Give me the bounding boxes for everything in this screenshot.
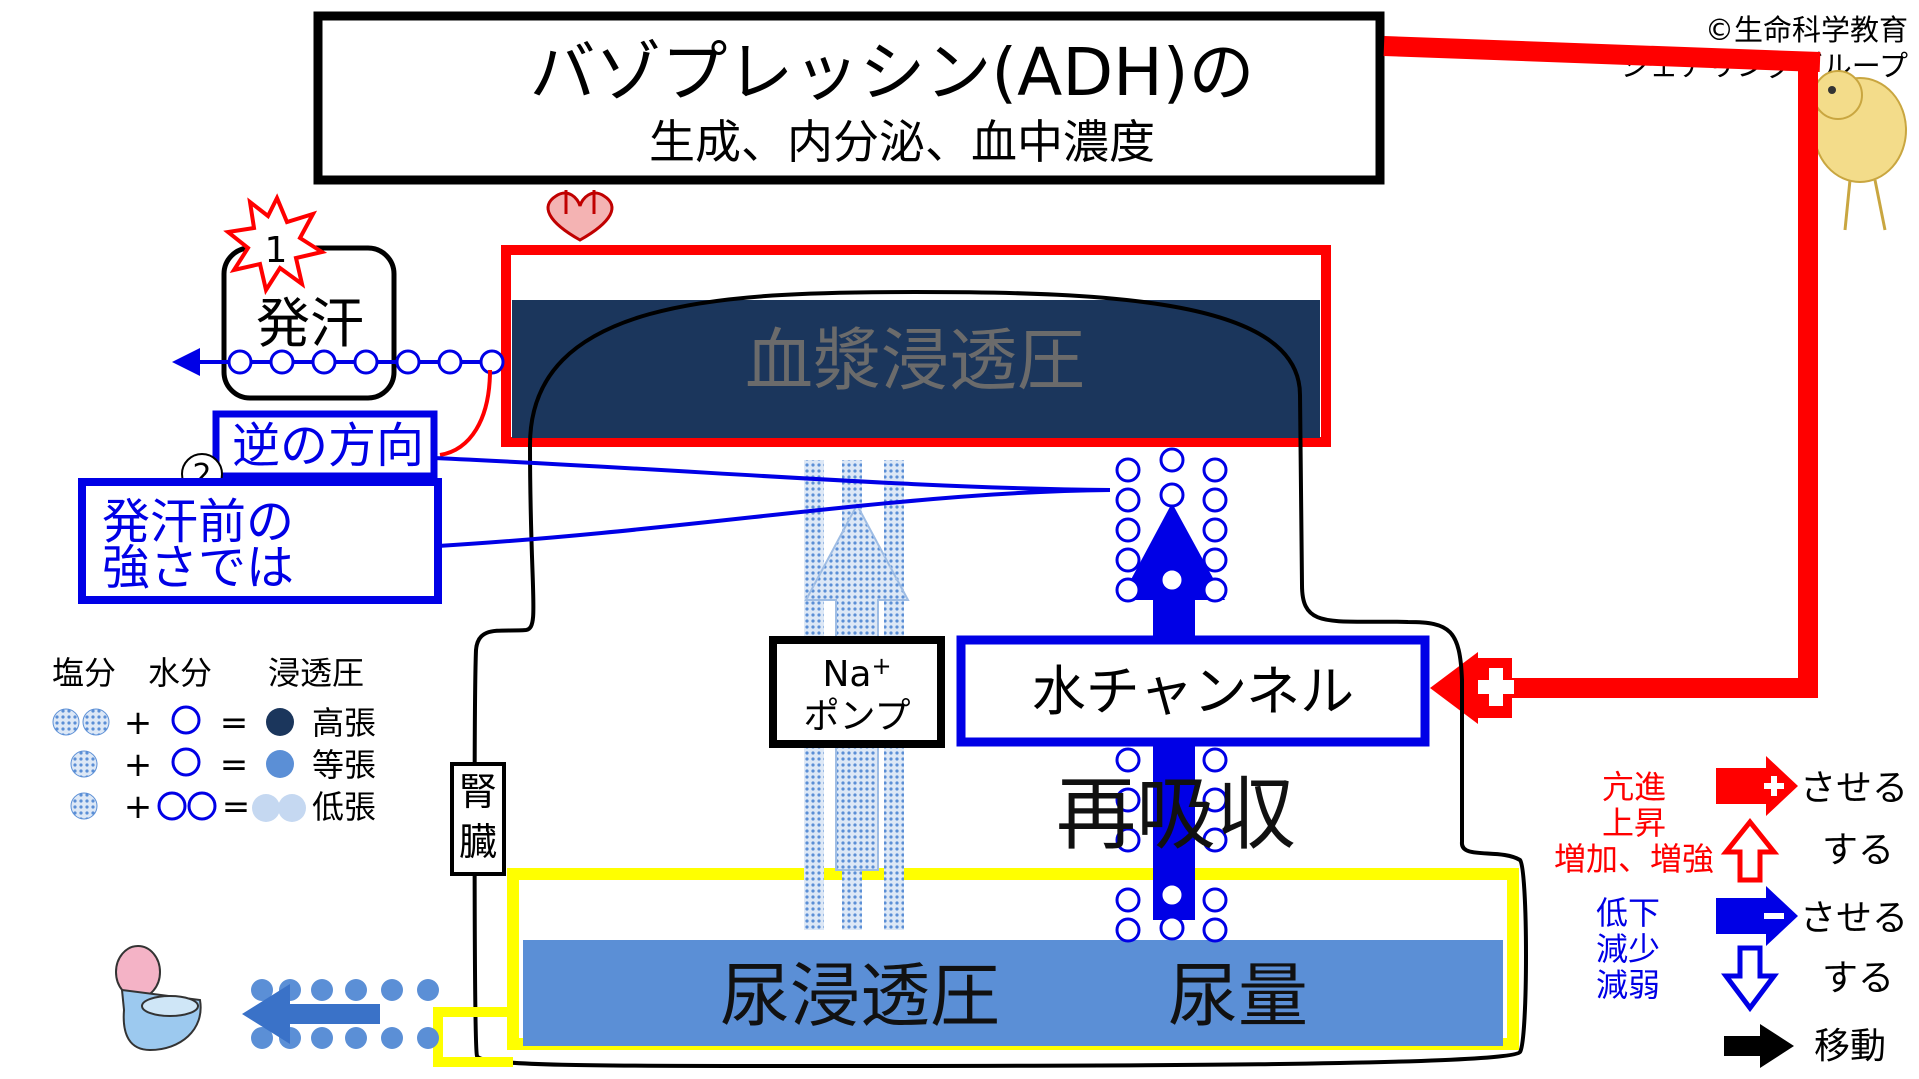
- toilet-icon: [115, 945, 202, 1052]
- legend-row1-label: 高張: [312, 704, 376, 742]
- key: 亢進 上昇 増加、増強 させる する 低下 減少 減弱 させる する 移動: [1554, 756, 1908, 1068]
- na-pump-label: ポンプ: [804, 696, 911, 737]
- title-line2: 生成、内分泌、血中濃度: [649, 115, 1155, 169]
- plasma-box: 血漿浸透圧: [501, 245, 1331, 447]
- kidney-outline: [472, 289, 1528, 1068]
- plus-arrow-icon: [1430, 652, 1478, 724]
- key-move: 移動: [1814, 1026, 1886, 1067]
- key-blue-2: 減少: [1596, 930, 1660, 968]
- blue-links: [433, 456, 1111, 548]
- urine-box: 尿浸透圧 尿量: [507, 868, 1519, 1050]
- isotonic-dot: [266, 750, 294, 778]
- water-channel-box: 水チャンネル: [956, 635, 1430, 747]
- move-arrow-icon: [1724, 1024, 1794, 1068]
- key-red-1: 亢進: [1602, 768, 1666, 806]
- water-up-arrow: [1120, 503, 1225, 600]
- svg-text:Na+: Na+: [822, 652, 891, 695]
- na-pump-box: Na+ ポンプ: [769, 636, 945, 748]
- sweat-label: 発汗: [256, 292, 364, 355]
- svg-text:=: =: [220, 703, 249, 743]
- reverse-label: 逆の方向: [232, 418, 424, 474]
- svg-text:=: =: [220, 745, 249, 785]
- urine-volume-label: 尿量: [1168, 955, 1308, 1037]
- urine-left-arrow-icon: [242, 984, 380, 1044]
- key-red-2: 上昇: [1602, 804, 1666, 842]
- decrease-down-arrow-icon: [1721, 945, 1779, 1013]
- key-do-red: する: [1822, 830, 1894, 871]
- legend-header-water: 水分: [148, 654, 212, 692]
- sweat-water-loss: [172, 348, 505, 376]
- legend-row2-label: 等張: [312, 746, 376, 784]
- left-arrow-icon: [172, 348, 200, 376]
- na-pump-sup: +: [871, 652, 891, 680]
- urine-osm-label: 尿浸透圧: [720, 955, 1000, 1037]
- water-channel-label: 水チャンネル: [1032, 660, 1354, 723]
- water-column: [1115, 447, 1228, 943]
- reverse-box: 逆の方向 2: [181, 410, 438, 495]
- key-red-3: 増加、増強: [1554, 840, 1714, 878]
- title-line1: バゾプレッシン(ADH)の: [529, 34, 1254, 111]
- key-cause-blue: させる: [1800, 898, 1908, 939]
- hypotonic-dot-b: [278, 794, 306, 822]
- before-sweat-box: 発汗前の 強さでは: [78, 478, 442, 604]
- heart-icon: [546, 190, 614, 242]
- adh-pathway: [1383, 36, 1821, 724]
- svg-text:+: +: [124, 745, 153, 785]
- kidney-label-box: 腎 臓: [450, 762, 506, 876]
- plasma-label: 血漿浸透圧: [745, 322, 1085, 401]
- legend-header-salt: 塩分: [52, 654, 116, 692]
- kidney-label-2: 臓: [459, 820, 497, 864]
- urine-out-arrow: [242, 979, 439, 1049]
- legend-header-osm: 浸透圧: [268, 654, 364, 692]
- svg-text:=: =: [222, 787, 251, 827]
- chick-illustration: [1798, 70, 1907, 231]
- hypertonic-dot: [266, 708, 294, 736]
- increase-up-arrow-icon: [1720, 817, 1780, 883]
- key-blue-3: 減弱: [1596, 966, 1660, 1004]
- reabsorption-label: 再吸収: [1056, 768, 1296, 861]
- svg-text:+: +: [124, 787, 153, 827]
- key-blue-1: 低下: [1596, 894, 1660, 932]
- legend: 塩分 水分 浸透圧 + = 高張 + = 等張 + = 低張: [52, 654, 376, 827]
- svg-text:+: +: [124, 703, 153, 743]
- starburst-icon: [223, 193, 328, 296]
- reverse-link: [439, 369, 492, 457]
- legend-row3-label: 低張: [312, 788, 376, 826]
- key-cause-red: させる: [1800, 768, 1908, 809]
- copyright-line1: ©生命科学教育: [1705, 13, 1908, 47]
- hypotonic-dot-a: [252, 794, 280, 822]
- title-box: バゾプレッシン(ADH)の 生成、内分泌、血中濃度: [313, 11, 1385, 185]
- before-sweat-line2: 強さでは: [102, 540, 294, 596]
- na-pump-na: Na: [822, 654, 871, 695]
- kidney-label-1: 腎: [459, 770, 497, 814]
- increase-cause-arrow-icon: [1716, 756, 1798, 816]
- decrease-cause-arrow-icon: [1716, 886, 1798, 946]
- before-sweat-line1: 発汗前の: [102, 494, 294, 550]
- sweat-step: 1: [265, 230, 288, 271]
- key-do-blue: する: [1822, 958, 1894, 999]
